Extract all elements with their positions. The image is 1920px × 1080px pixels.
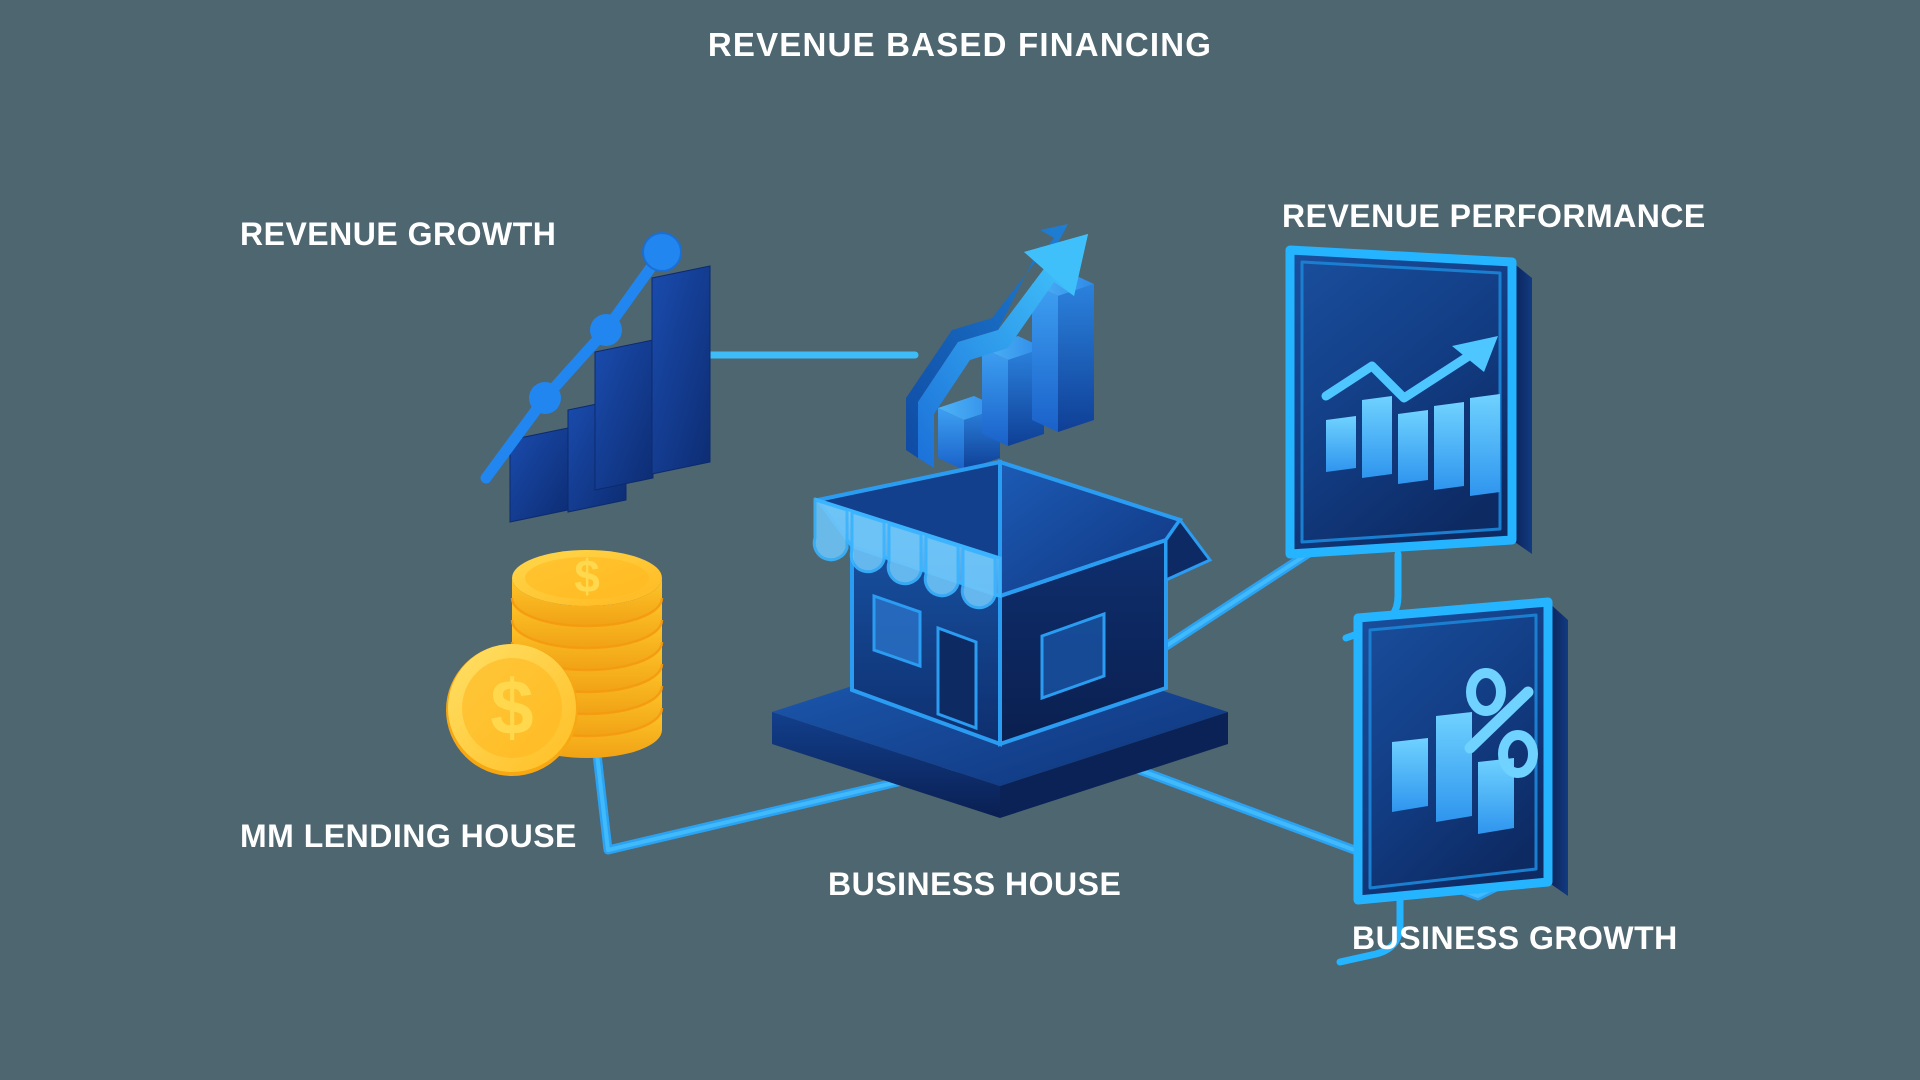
revenue-performance-card-icon	[1285, 245, 1532, 642]
revenue-growth-chart-icon	[480, 232, 711, 523]
label-revenue-growth: REVENUE GROWTH	[240, 216, 557, 252]
business-growth-arrow-chart-icon	[906, 224, 1094, 470]
coin-stack-icon: $ $	[446, 550, 664, 776]
label-mm-lending-house: MM LENDING HOUSE	[240, 818, 577, 854]
percent-symbol	[1464, 668, 1538, 778]
coin-front: $	[446, 644, 578, 776]
business-growth-card-icon	[1336, 597, 1568, 966]
label-revenue-performance: REVENUE PERFORMANCE	[1282, 198, 1706, 234]
label-business-house: BUSINESS HOUSE	[828, 866, 1122, 902]
page-title: REVENUE BASED FINANCING	[707, 26, 1213, 63]
label-business-growth: BUSINESS GROWTH	[1352, 920, 1678, 956]
coin-dollar-symbol-front: $	[490, 663, 533, 751]
coin-dollar-symbol-top: $	[574, 550, 600, 602]
business-house-icon	[772, 459, 1228, 818]
